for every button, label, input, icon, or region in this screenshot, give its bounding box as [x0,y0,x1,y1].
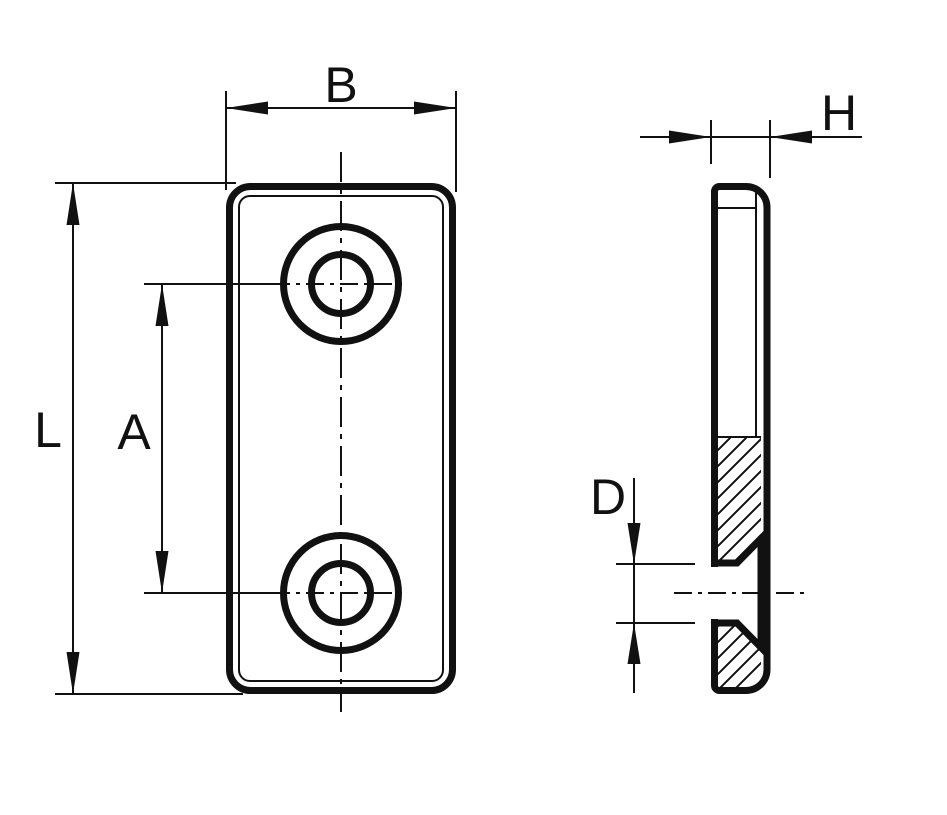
dim-h-arrowhead-left [669,130,711,144]
dim-d-arrowhead-top [627,523,641,564]
bottom-hole-countersink-circle [280,532,402,654]
dimension-a-label: A [117,404,151,460]
dimension-b-label: B [324,57,357,113]
dimension-h-label: H [821,85,857,141]
side-view [674,183,808,694]
dimension-d-label: D [590,469,626,525]
dimension-l-label: L [34,402,62,458]
top-hole-countersink-circle [280,223,402,345]
dim-h-arrowhead-right [770,130,812,144]
dimension-length: L [34,182,243,695]
dim-l-arrowhead-bottom [66,652,80,694]
dimension-hole-spacing: A [117,283,272,594]
dim-a-arrowhead-bottom [155,551,169,593]
dimension-thickness: H [640,85,862,178]
dimension-hole-diameter: D [590,469,695,693]
countersink-section-outline [711,529,765,657]
section-hatch-upper [717,437,761,562]
dim-b-arrowhead-left [226,101,268,115]
bottom-hole-bore-circle [308,560,374,626]
front-view [226,152,456,712]
top-hole-bore-circle [308,251,374,317]
dimension-width: B [225,57,457,192]
dim-l-arrowhead-top [66,183,80,225]
dim-b-arrowhead-right [414,101,456,115]
dim-a-arrowhead-top [155,284,169,326]
dim-d-arrowhead-bottom [627,623,641,664]
